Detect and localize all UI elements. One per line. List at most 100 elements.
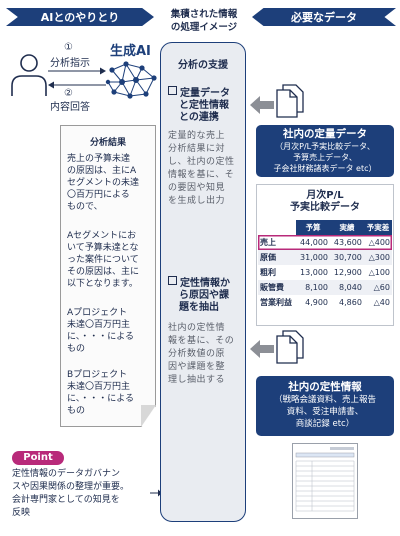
table-cell: △60 [363,280,392,295]
table-cell: 粗利 [260,268,276,277]
result-p3-line: Aプロジェクト [67,308,128,318]
point-text-line: 反映 [12,508,31,518]
header-required-data-label: 必要なデータ [291,11,357,24]
result-p2-line: その原因は、主に [67,267,140,277]
qual-box-line: 資料、受注申請書、 [286,407,364,417]
analysis-result-title: 分析結果 [89,138,126,148]
report-document-thumbnail [292,443,358,519]
point-badge: Point [12,451,64,465]
result-p3-line: 未達〇百万円主 [67,320,131,330]
header-required-data: 必要なデータ [252,8,396,26]
result-p3-line: もの [67,344,86,354]
section2-text-line: 因や課題を整 [168,362,226,372]
section1-text-line: の要因や知見 [168,183,226,193]
result-p4-line: に、・・・による [67,394,134,404]
table-row: 売上 44,000 43,600 △400 [258,235,392,250]
pl-col-header [258,220,297,235]
result-p1-line: 売上の予算未達 [67,154,131,164]
table-cell: 営業利益 [260,298,292,307]
pl-table-title-line: 予実比較データ [290,202,360,213]
qual-box-line: 商談記録 etc） [295,419,355,429]
processing-panel [160,42,246,522]
table-cell: 8,040 [330,280,364,295]
section1-text-line: 情報を基に、そ [168,170,235,180]
user-icon [11,54,47,96]
table-cell: △300 [363,250,392,265]
result-p1-line: もので、 [67,202,103,212]
section2-text: 社内の定性情 報を基に、その 分析数値の原 因や課題を整 理し抽出する [168,322,244,387]
analysis-result-paper [60,125,156,427]
arrow-left-gray-icon [250,340,274,358]
pl-table-header-row: 予算 実績 予実差 [258,220,392,235]
documents-icon [276,330,304,364]
result-p2-line: いて予算未達とな [67,243,139,253]
quant-box-title: 社内の定量データ [283,128,367,140]
quantitative-data-box: 社内の定量データ （月次P/L予実比較データ、 予算売上データ、 子会社財務諸表… [256,125,394,177]
section1-text-line: を生成し出力 [168,196,226,206]
section2-text-line: 報を基に、その [168,336,235,346]
header-processing: 集積された情報 の処理イメージ [158,8,250,34]
table-cell: 30,700 [330,250,364,265]
ai-label: 生成AI [110,44,151,59]
quant-box-line: 子会社財務諸表データ etc） [273,164,377,173]
section2-title-line: 題を抽出 [179,302,219,313]
section1-title-line: 定量データ [180,88,230,99]
table-cell: 8,100 [296,280,331,295]
point-text: 定性情報のデータガバナン スや因果関係の整理が重要。 会計専門家としての知見を … [12,468,156,520]
point-text-line: 定性情報のデータガバナン [12,469,121,479]
result-p4-line: Bプロジェクト [67,370,128,380]
step2-label: 内容回答 [50,102,90,113]
table-row: 営業利益 4,900 4,860 △40 [258,295,392,310]
table-cell: 44,000 [300,238,329,247]
analysis-result-paragraph-1: 売上の予算未達 の原因は、主にA セグメントの未達 〇百万円による もので、 [67,153,151,213]
quant-box-line: （月次P/L予実比較データ、 [275,142,375,151]
square-bullet-icon [168,86,177,95]
section2-title-line: 定性情報か [180,278,230,289]
section1-text-line: 定量的な売上 [168,131,226,141]
table-cell: 13,000 [300,268,329,277]
header-ai-interaction: AIとのやりとり [6,8,154,26]
arrow-right-icon [48,67,106,75]
processing-panel-title: 分析の支援 [178,60,228,71]
pl-table-title-line: 月次P/L [306,190,344,201]
section1-text-line: 分析結果に対 [168,144,226,154]
table-row: 粗利 13,000 12,900 △100 [258,265,392,280]
result-p4-line: 未達〇百万円主 [67,382,131,392]
table-row: 販管費 8,100 8,040 △60 [258,280,392,295]
table-cell: 販管費 [258,280,297,295]
section1-text: 定量的な売上 分析結果に対 し、社内の定性 情報を基に、そ の要因や知見 を生成… [168,130,244,208]
header-processing-line2: の処理イメージ [170,22,238,33]
analysis-result-paragraph-4: Bプロジェクト 未達〇百万円主 に、・・・による もの [67,369,151,417]
result-p2-line: った案件について [67,255,139,265]
table-cell: 4,860 [339,298,362,307]
pl-col-header: 実績 [330,220,364,235]
table-cell: 31,000 [296,250,331,265]
table-cell: △40 [373,298,390,307]
section2-text-line: 理し抽出する [168,375,226,385]
analysis-result-paragraph-2: Aセグメントにお いて予算未達とな った案件について その原因は、主に 以下とな… [67,230,151,290]
header-processing-line1: 集積された情報 [170,9,238,20]
result-p2-line: 以下となります。 [67,279,138,289]
point-text-line: 会計専門家としての知見を [12,495,120,505]
arrow-left-icon [48,81,106,89]
section2-text-line: 分析数値の原 [168,349,226,359]
table-cell: 原価 [258,250,297,265]
documents-icon [276,84,304,118]
result-p1-line: の原因は、主にA [67,166,137,176]
section1-title: 定量データ と定性情報 との連携 [168,86,244,124]
result-p3-line: に、・・・による [67,332,134,342]
table-cell: △400 [368,238,390,247]
table-cell: 12,900 [333,268,362,277]
step2-number: ② [64,88,73,99]
ai-network-icon [105,61,157,99]
analysis-result-paragraph-3: Aプロジェクト 未達〇百万円主 に、・・・による もの [67,307,151,355]
table-cell: 4,900 [305,298,329,307]
point-text-line: スや因果関係の整理が重要。 [12,482,130,492]
table-cell: △100 [368,268,390,277]
pl-col-header: 予算 [296,220,331,235]
qual-box-title: 社内の定性情報 [288,381,362,393]
quant-box-line: 予算売上データ、 [293,153,357,162]
arrow-left-gray-icon [250,96,274,114]
section1-title-line: との連携 [179,112,219,123]
table-cell: 売上 [260,238,276,247]
